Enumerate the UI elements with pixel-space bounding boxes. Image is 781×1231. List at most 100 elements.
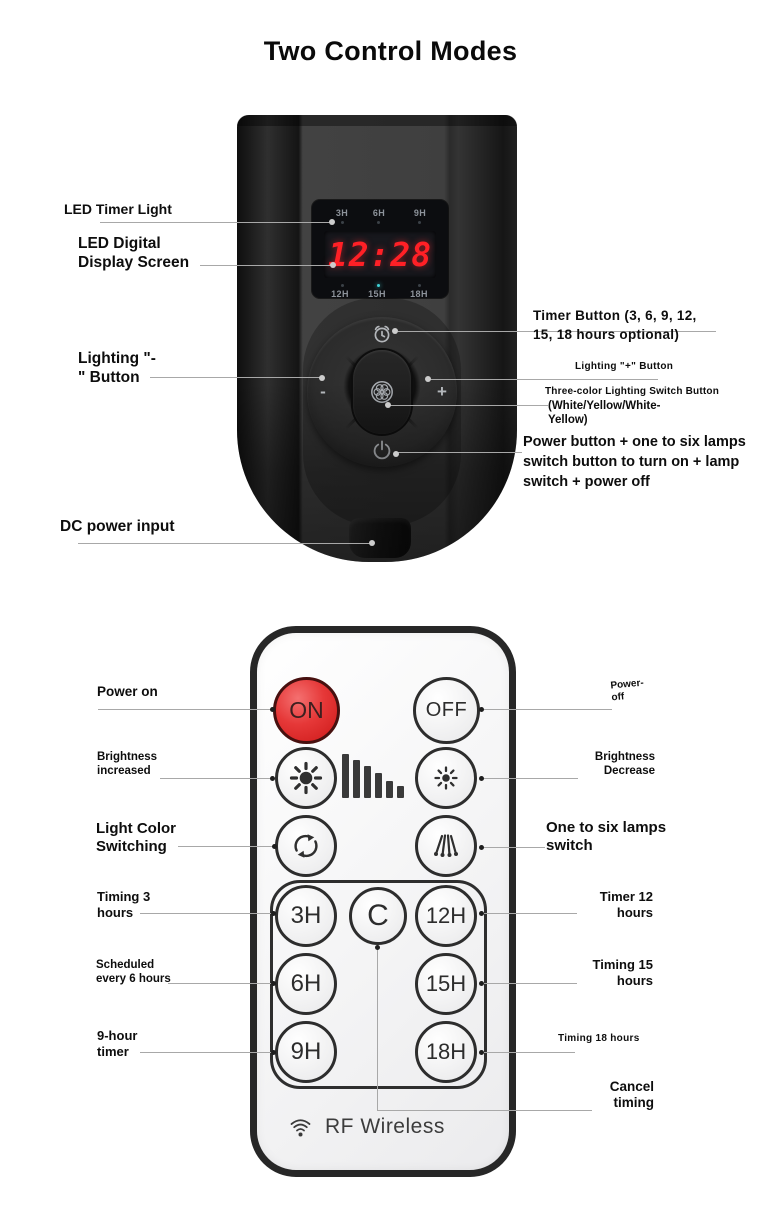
leader-line-cancel-horizontal [377,1110,592,1111]
callout-nine-hour: 9-hour timer [97,1028,138,1059]
remote-brightness-down-button[interactable] [415,747,477,809]
leader-dot [479,1050,484,1055]
display-label-18h: 18H [410,289,428,299]
remote-on-button[interactable]: ON [273,677,340,744]
callout-brightness-increased: Brightness increased [97,751,158,778]
brightness-level-bars-icon [342,754,404,798]
leader-dot [329,219,335,225]
remote-15h-button[interactable]: 15H [415,953,477,1015]
leader-line [100,222,332,223]
callout-one-to-six: One to six lamps switch [546,819,667,855]
leader-dot [272,844,277,849]
callout-timer-button: Timer Button (3, 6, 9, 12, 15, 18 hours … [533,308,697,342]
callout-timer-12: Timer 12 hours [599,889,653,920]
leader-line [178,846,274,847]
leader-dot [330,262,336,268]
callout-dc-power: DC power input [60,518,175,535]
callout-led-timer-light: LED Timer Light [64,201,172,217]
display-label-3h: 3H [335,208,349,218]
callout-cancel-timing: Cancel timing [609,1079,654,1111]
leader-line [481,913,577,914]
device-top-edge [237,115,517,126]
leader-dot [270,776,275,781]
remote-12h-button[interactable]: 12H [415,885,477,947]
timer-indicator-18h [418,284,421,287]
display-label-12h: 12H [331,289,349,299]
control-pad: - + [307,317,457,467]
callout-scheduled-6: Scheduled every 6 hours [96,959,171,986]
remote-cancel-button[interactable]: C [349,887,407,945]
leader-line [481,778,578,779]
timer-indicator-12h [341,284,344,287]
leader-dot [479,707,484,712]
timer-indicator-6h [377,221,380,224]
remote-6h-button[interactable]: 6H [275,953,337,1015]
rf-wireless-row: RF Wireless [288,1114,468,1140]
leader-dot [319,375,325,381]
display-label-15h: 15H [368,289,386,299]
brightness-up-icon [289,761,323,795]
leader-dot [271,981,276,986]
leader-line [481,1052,575,1053]
callout-lighting-minus: Lighting "- " Button [78,350,156,386]
leader-line [481,983,577,984]
leader-line [140,913,273,914]
callout-power-on: Power on [97,684,158,699]
display-label-6h: 6H [372,208,386,218]
leader-line [390,405,548,406]
dc-power-connector [349,518,411,558]
callout-power-combo: Power button + one to six lamps switch b… [523,434,746,490]
leader-dot [479,911,484,916]
led-display-panel: 3H 6H 9H 12:28 12H 15H 18H [312,200,448,299]
leader-dot [271,911,276,916]
display-label-9h: 9H [413,208,427,218]
callout-power-off: Power- off [610,677,645,704]
leader-line [398,331,716,332]
leader-dot [385,402,391,408]
leader-dot [271,1050,276,1055]
remote-3h-button[interactable]: 3H [275,885,337,947]
callout-timing-18: Timing 18 hours [558,1033,640,1044]
leader-line [150,377,322,378]
leader-line [398,452,522,453]
three-color-switch-button[interactable] [353,350,411,434]
leader-dot [425,376,431,382]
leader-line [168,983,273,984]
leader-line-cancel-vertical [377,947,378,1110]
wifi-icon [290,1119,311,1137]
leader-dot [479,981,484,986]
remote-brightness-up-button[interactable] [275,747,337,809]
leader-dot [375,945,380,950]
plus-button[interactable]: + [437,382,447,401]
leader-line [481,709,612,710]
leader-line [160,778,272,779]
lamp-count-icon [434,834,458,857]
callout-brightness-decrease: Brightness Decrease [594,751,655,778]
remote-18h-button[interactable]: 18H [415,1021,477,1083]
color-mode-icon [371,381,393,403]
brightness-down-icon [434,766,458,790]
color-cycle-icon [294,834,318,858]
alarm-icon[interactable] [369,321,395,347]
callout-timing-15: Timing 15 hours [592,957,653,988]
leader-line [429,379,658,380]
led-time-window: 12:28 [324,231,436,278]
callout-light-color: Light Color Switching [96,820,176,856]
remote-9h-button[interactable]: 9H [275,1021,337,1083]
minus-button[interactable]: - [320,382,326,401]
leader-dot [369,540,375,546]
leader-line [140,1052,273,1053]
callout-three-color-sub: (White/Yellow/White- Yellow) [548,400,661,427]
leader-dot [392,328,398,334]
remote-color-switch-button[interactable] [275,815,337,877]
remote-off-button[interactable]: OFF [413,677,480,744]
leader-line [98,709,272,710]
timer-indicator-9h [418,221,421,224]
rf-wireless-label: RF Wireless [325,1115,445,1138]
timer-indicator-3h [341,221,344,224]
callout-lighting-plus: Lighting "+" Button [575,361,674,372]
timer-indicator-15h-lit [377,284,380,287]
power-icon[interactable] [370,438,394,462]
page-title: Two Control Modes [263,36,518,66]
remote-lamp-count-button[interactable] [415,815,477,877]
